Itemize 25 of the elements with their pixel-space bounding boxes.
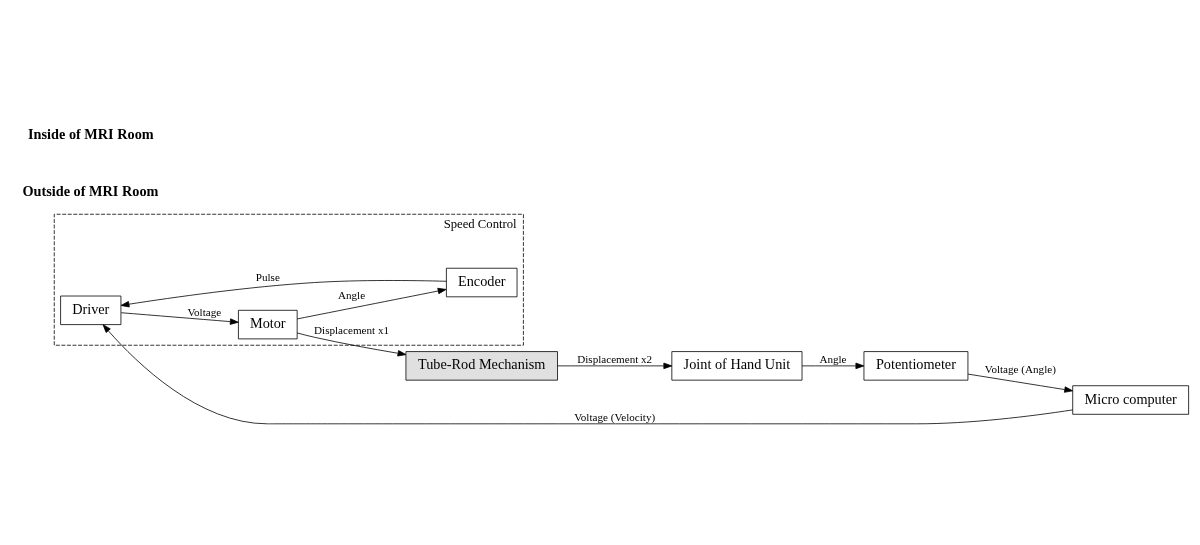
arrow — [102, 323, 1073, 424]
edge-label: Voltage (Angle) — [984, 362, 1056, 375]
node-box: Potentiometer — [863, 350, 969, 381]
arrow — [296, 332, 407, 356]
edge-label: Voltage — [187, 305, 222, 318]
arrow — [120, 311, 239, 325]
label: Inside of MRI Room — [28, 125, 154, 142]
node-box: Motor — [238, 309, 298, 339]
arrow — [120, 279, 447, 307]
edge-label: Angle — [819, 352, 847, 365]
node-box: Tube-Rod Mechanism — [405, 350, 558, 381]
arrow — [967, 373, 1073, 393]
arrow — [801, 362, 865, 369]
arrow — [557, 362, 673, 369]
node-box: Driver — [60, 295, 122, 325]
edge-label: Voltage (Velocity) — [574, 410, 656, 423]
node-box: Joint of Hand Unit — [671, 350, 803, 381]
edge-label: Pulse — [255, 270, 280, 283]
label: Outside of MRI Room — [22, 182, 159, 199]
arrow — [296, 287, 447, 319]
edge-label: Displacement x2 — [577, 352, 653, 365]
node-box: Encoder — [446, 267, 518, 297]
node-box: Micro computer — [1072, 384, 1189, 415]
edge-label: Displacement x1 — [314, 323, 390, 336]
edge-label: Angle — [337, 288, 366, 301]
